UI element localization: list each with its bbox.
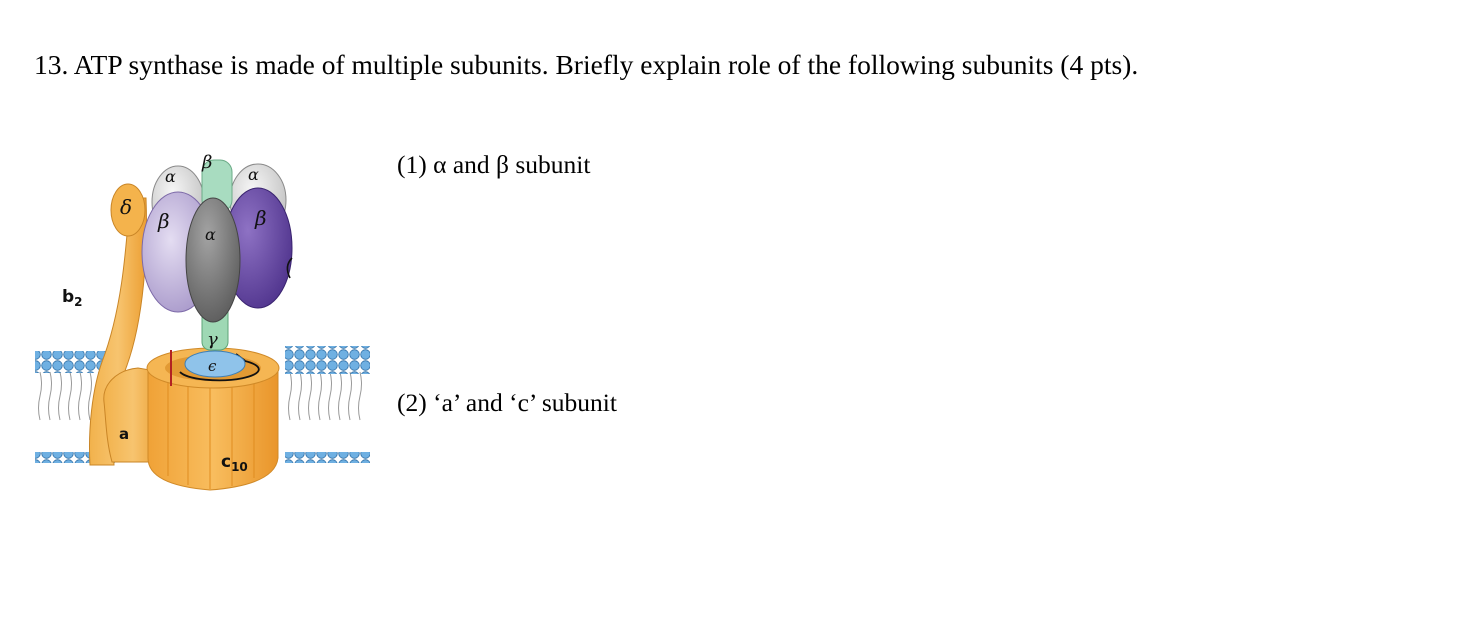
label-alpha-right: α [248, 165, 259, 184]
label-delta: δ [120, 195, 132, 219]
label-b2: b2 [62, 287, 83, 309]
label-c10: c10 [221, 452, 248, 474]
atp-synthase-figure: β α α δ β β α γ ϵ b2 a c10 [30, 140, 380, 502]
rotation-arrow [179, 359, 260, 382]
delta-subunit [110, 183, 146, 237]
question-text: 13. ATP synthase is made of multiple sub… [34, 49, 1139, 80]
label-beta-left: β [157, 209, 170, 233]
epsilon-subunit [184, 350, 246, 378]
part-1-text: (1) α and β subunit [397, 150, 591, 179]
label-alpha-left: α [165, 167, 176, 186]
label-a: a [119, 425, 129, 443]
label-gamma: γ [207, 329, 218, 350]
part-2-text: (2) ‘a’ and ‘c’ subunit [397, 388, 617, 417]
label-epsilon: ϵ [208, 357, 217, 375]
label-beta-top: β [201, 152, 212, 173]
alpha-subunit-front [185, 197, 241, 323]
f1-head [141, 159, 293, 323]
label-beta-right: β [254, 206, 267, 230]
label-alpha-front: α [205, 225, 216, 244]
membrane-heads [35, 346, 370, 463]
membrane-tails [38, 371, 362, 421]
